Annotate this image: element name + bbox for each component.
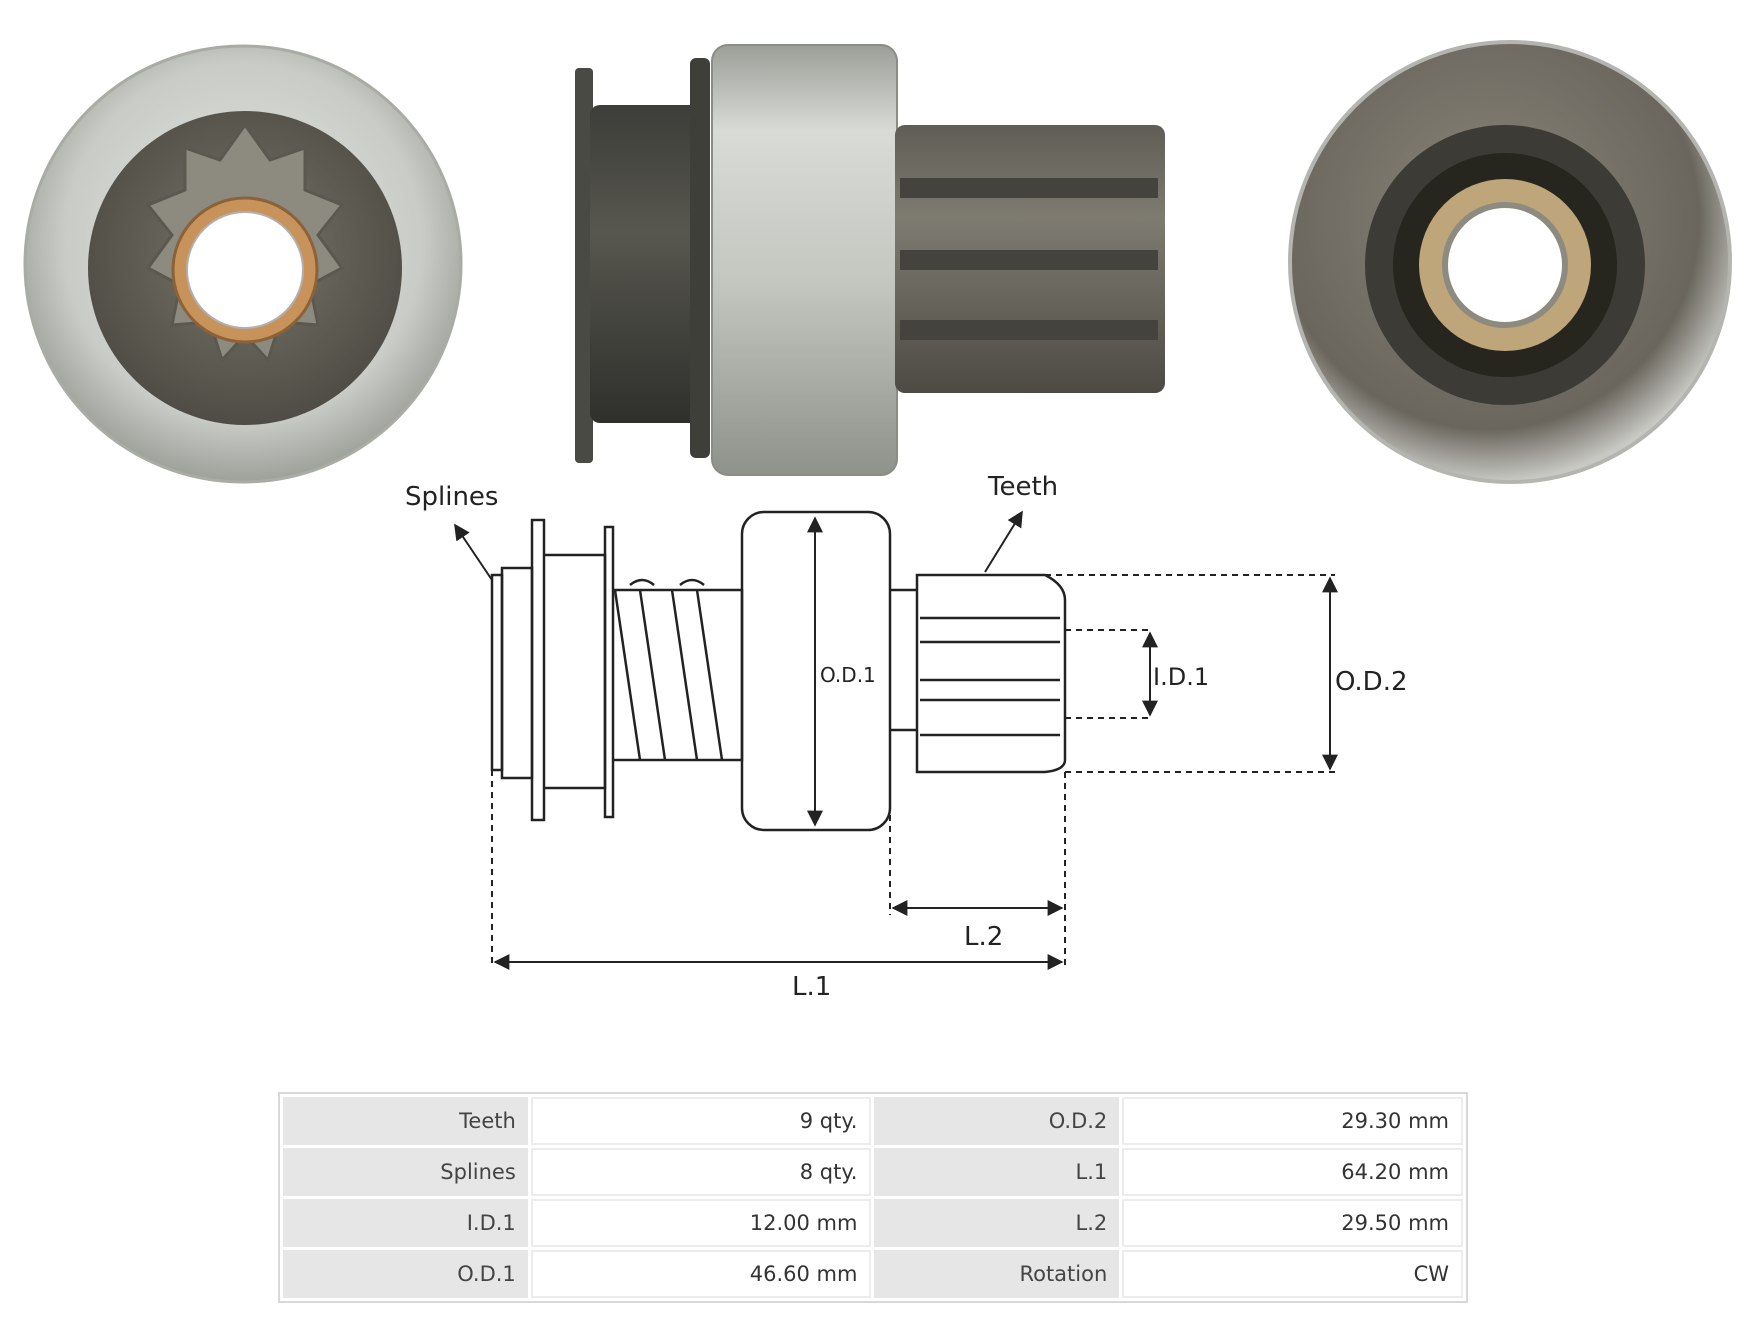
pinion-rear-view	[1288, 40, 1732, 484]
table-row: I.D.1 12.00 mm L.2 29.50 mm	[283, 1199, 1463, 1247]
spec-key: Teeth	[283, 1097, 528, 1145]
technical-diagram: Splines Teeth O.D.1 I.D.1 O.D.2 L.2 L.1	[405, 472, 1408, 1002]
l2-label: L.2	[964, 922, 1003, 952]
drive-outline	[490, 510, 1067, 832]
spec-value: 12.00 mm	[530, 1199, 872, 1247]
spec-key: Rotation	[874, 1250, 1120, 1298]
product-photos	[23, 40, 1732, 484]
table-row: Splines 8 qty. L.1 64.20 mm	[283, 1148, 1463, 1196]
l1-label: L.1	[792, 972, 831, 1002]
od1-label: O.D.1	[820, 663, 876, 687]
spec-value: 64.20 mm	[1122, 1148, 1463, 1196]
spec-key: Splines	[283, 1148, 528, 1196]
dimension-lines	[454, 510, 1338, 970]
spec-value: 8 qty.	[530, 1148, 872, 1196]
pinion-side-view	[575, 44, 1165, 476]
spec-table: Teeth 9 qty. O.D.2 29.30 mm Splines 8 qt…	[278, 1092, 1468, 1303]
teeth-label: Teeth	[987, 472, 1058, 502]
spec-key: I.D.1	[283, 1199, 528, 1247]
spec-value: 29.30 mm	[1122, 1097, 1463, 1145]
spec-value: CW	[1122, 1250, 1463, 1298]
pinion-front-view	[23, 44, 463, 484]
spec-key: L.2	[874, 1199, 1120, 1247]
spec-value: 9 qty.	[530, 1097, 872, 1145]
spec-key: O.D.1	[283, 1250, 528, 1298]
splines-label: Splines	[405, 482, 498, 512]
id1-label: I.D.1	[1153, 663, 1209, 691]
od2-label: O.D.2	[1335, 667, 1408, 697]
spec-key: L.1	[874, 1148, 1120, 1196]
table-row: Teeth 9 qty. O.D.2 29.30 mm	[283, 1097, 1463, 1145]
table-row: O.D.1 46.60 mm Rotation CW	[283, 1250, 1463, 1298]
spec-value: 46.60 mm	[530, 1250, 872, 1298]
spec-value: 29.50 mm	[1122, 1199, 1463, 1247]
spec-key: O.D.2	[874, 1097, 1120, 1145]
